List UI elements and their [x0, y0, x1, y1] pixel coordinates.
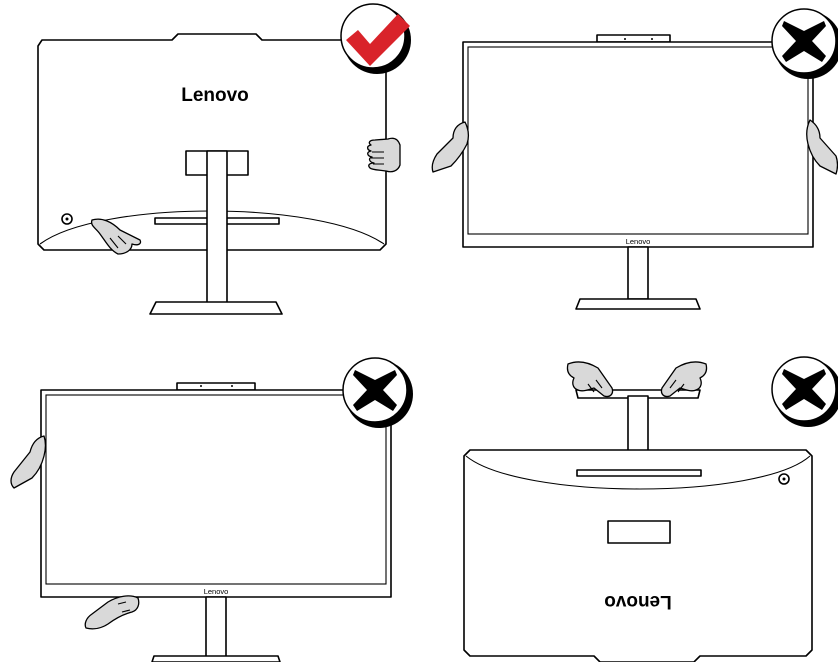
verdict-badge-correct: [340, 3, 411, 74]
brand-logo-inverted: Lenovo: [604, 591, 672, 612]
verdict-badge-incorrect: [342, 357, 413, 428]
hand-right-on-stand: [660, 361, 708, 398]
monitor-front: [40, 389, 392, 598]
hand-left-side: [431, 121, 469, 173]
camera-bar: [596, 34, 671, 43]
hand-left-edge: [10, 435, 47, 489]
stand-hinge: [607, 520, 671, 544]
stand-neck: [627, 246, 649, 300]
brand-label: Lenovo: [626, 237, 651, 246]
hand-bottom-edge: [84, 595, 140, 630]
hand-left-on-stand: [566, 361, 614, 398]
brand-logo: Lenovo: [181, 85, 249, 106]
stand-neck: [205, 596, 227, 658]
panel-incorrect-stand-grip: Lenovo: [463, 356, 838, 662]
stand-base: [149, 301, 283, 315]
panel-incorrect-side-grip: Lenovo: [431, 8, 838, 310]
brand-label: Lenovo: [204, 587, 229, 596]
camera-bar: [176, 382, 256, 391]
monitor-front: [462, 41, 814, 248]
verdict-badge-incorrect: [771, 356, 838, 427]
rear-curve-line: [465, 455, 811, 490]
x-mark-icon: [782, 21, 826, 62]
stand-base: [151, 655, 281, 662]
panel-incorrect-front-grip: Lenovo: [10, 357, 413, 662]
x-mark-icon: [353, 370, 397, 411]
hand-bottom-grip: [90, 218, 142, 255]
hand-right-side: [806, 119, 838, 175]
screen-area: [45, 394, 387, 585]
rear-vent: [576, 469, 702, 477]
stand-neck: [206, 150, 228, 304]
panel-correct-rear-grip: Lenovo: [37, 3, 411, 315]
x-mark-icon: [782, 369, 826, 410]
check-mark-icon: [346, 14, 410, 66]
hand-right-side-grip: [366, 137, 401, 173]
verdict-badge-incorrect: [771, 8, 838, 79]
monitor-back-shell-inverted: [463, 449, 813, 662]
stand-base: [575, 298, 701, 310]
